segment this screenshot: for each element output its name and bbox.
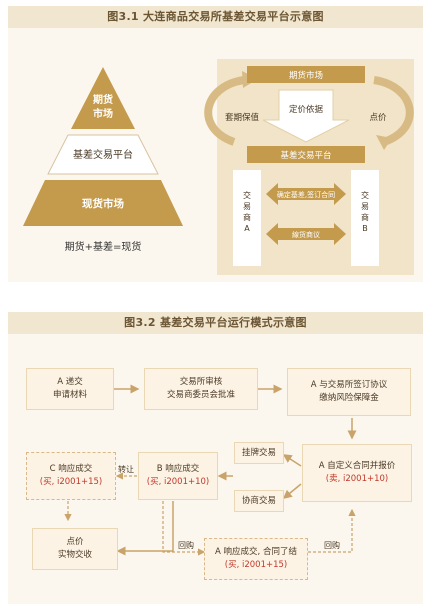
box-a-submit-line1: A 递交	[57, 377, 83, 387]
trader-a-char3: 商	[243, 212, 251, 222]
box-a-close-line2: (买, i2001+15)	[224, 560, 288, 570]
box-b-respond: B 响应成交 (买, i2001+10)	[138, 452, 218, 500]
pyramid-middle	[47, 134, 159, 175]
box-negotiated: 协商交易	[234, 490, 284, 512]
basis-platform-bar	[247, 146, 365, 163]
trader-a-char1: 交	[243, 190, 251, 200]
box-a-define: A 自定义合同并报价 (卖, i2001+10)	[302, 444, 412, 502]
basis-platform-label: 基差交易平台	[280, 150, 331, 161]
pyramid-bottom-label: 现货市场	[82, 197, 124, 210]
figure-3-1-diagram: 期货 市场 基差交易平台 现货市场 期货+基差=现货 期货市场 定价依据 套期保…	[23, 59, 414, 275]
figure-3-2-title: 图3.2 基差交易平台运行模式示意图	[8, 312, 423, 334]
arrow-define-to-negotiated	[282, 483, 302, 499]
negotiate-arrow	[266, 223, 346, 245]
figure-3-1-title: 图3.1 大连商品交易所基差交易平台示意图	[8, 6, 423, 28]
box-listing-label: 挂牌交易	[241, 447, 276, 458]
trader-b-char3: 商	[361, 212, 369, 222]
figure-3-2-panel: 图3.2 基差交易平台运行模式示意图	[8, 312, 423, 604]
box-a-sign-line1: A 与交易所签订协议	[310, 380, 388, 390]
negotiate-label: 線货商议	[292, 230, 320, 239]
trader-b-char4: B	[362, 224, 368, 233]
figure-3-2-body: A 递交 申请材料 交易所审核 交易商委员会批准 A 与交易所签订协议 缴纳风险…	[8, 334, 423, 604]
box-b-respond-line2: (买, i2001+10)	[146, 477, 210, 487]
futures-market-bar	[247, 66, 365, 83]
box-settle-line1: 点价	[66, 537, 84, 547]
box-exchange-review-line2: 交易商委员会批准	[166, 390, 235, 400]
pyramid-top-line2: 市场	[93, 107, 113, 120]
trader-a-char2: 易	[243, 202, 251, 211]
hedging-arrow	[204, 76, 245, 146]
figure-3-2-connectors	[64, 384, 357, 556]
box-a-submit-line2: 申请材料	[52, 390, 87, 400]
box-c-respond-line2: (买, i2001+15)	[39, 477, 103, 487]
trader-a-char4: A	[244, 224, 250, 233]
arrow-buyback-2	[308, 508, 356, 553]
trader-b-char1: 交	[361, 190, 369, 200]
box-exchange-review: 交易所审核 交易商委员会批准	[144, 368, 258, 410]
pricing-basis-label: 定价依据	[289, 104, 324, 115]
confirm-basis-label: 确定基差,签订合同	[277, 190, 335, 199]
figure-3-1-panel: 图3.1 大连商品交易所基差交易平台示意图 期货 市场 基差交易平台 现货市场 …	[8, 6, 423, 282]
box-a-submit: A 递交 申请材料	[26, 368, 114, 410]
box-a-sign-line2: 缴纳风险保障金	[319, 393, 379, 403]
pricing-arrow-head	[376, 135, 392, 150]
trader-b-char2: 易	[361, 202, 369, 211]
box-a-close: A 响应成交, 合同了结 (买, i2001+15)	[204, 538, 308, 580]
box-a-define-line2: (卖, i2001+10)	[325, 474, 389, 484]
label-buyback-2: 回购	[324, 541, 340, 550]
pyramid-bottom	[23, 180, 183, 226]
trader-a-box	[233, 170, 261, 266]
pricing-label: 点价	[369, 113, 387, 123]
box-a-define-line1: A 自定义合同并报价	[318, 461, 396, 471]
arrow-b-to-settle	[116, 501, 174, 556]
pyramid-formula: 期货+基差=现货	[65, 240, 142, 253]
box-a-sign: A 与交易所签订协议 缴纳风险保障金	[287, 368, 411, 416]
futures-market-label: 期货市场	[289, 70, 323, 81]
box-settle: 点价 实物交收	[32, 528, 118, 570]
label-buyback-1: 回购	[178, 541, 194, 550]
figure-3-1-body: 期货 市场 基差交易平台 现货市场 期货+基差=现货 期货市场 定价依据 套期保…	[8, 28, 423, 282]
box-exchange-review-line1: 交易所审核	[179, 377, 223, 387]
pyramid-middle-label: 基差交易平台	[73, 148, 133, 161]
arrow-define-to-listing	[282, 454, 302, 467]
box-settle-line2: 实物交收	[57, 550, 92, 560]
trader-b-box	[351, 170, 379, 266]
box-negotiated-label: 协商交易	[241, 495, 276, 506]
box-b-respond-line1: B 响应成交	[156, 464, 200, 474]
box-listing: 挂牌交易	[234, 442, 284, 464]
box-a-close-line1: A 响应成交, 合同了结	[215, 547, 297, 557]
pyramid-top	[71, 67, 135, 129]
pricing-basis-arrow	[262, 89, 350, 143]
confirm-basis-arrow	[266, 183, 346, 205]
box-c-respond-line1: C 响应成交	[49, 464, 93, 474]
pyramid-top-line1: 期货	[93, 93, 113, 106]
box-c-respond: C 响应成交 (买, i2001+15)	[26, 452, 116, 500]
arrow-buyback-1	[162, 501, 206, 556]
pricing-arrow	[373, 76, 414, 146]
label-transfer: 转让	[118, 465, 134, 474]
hedging-label: 套期保值	[225, 112, 260, 123]
